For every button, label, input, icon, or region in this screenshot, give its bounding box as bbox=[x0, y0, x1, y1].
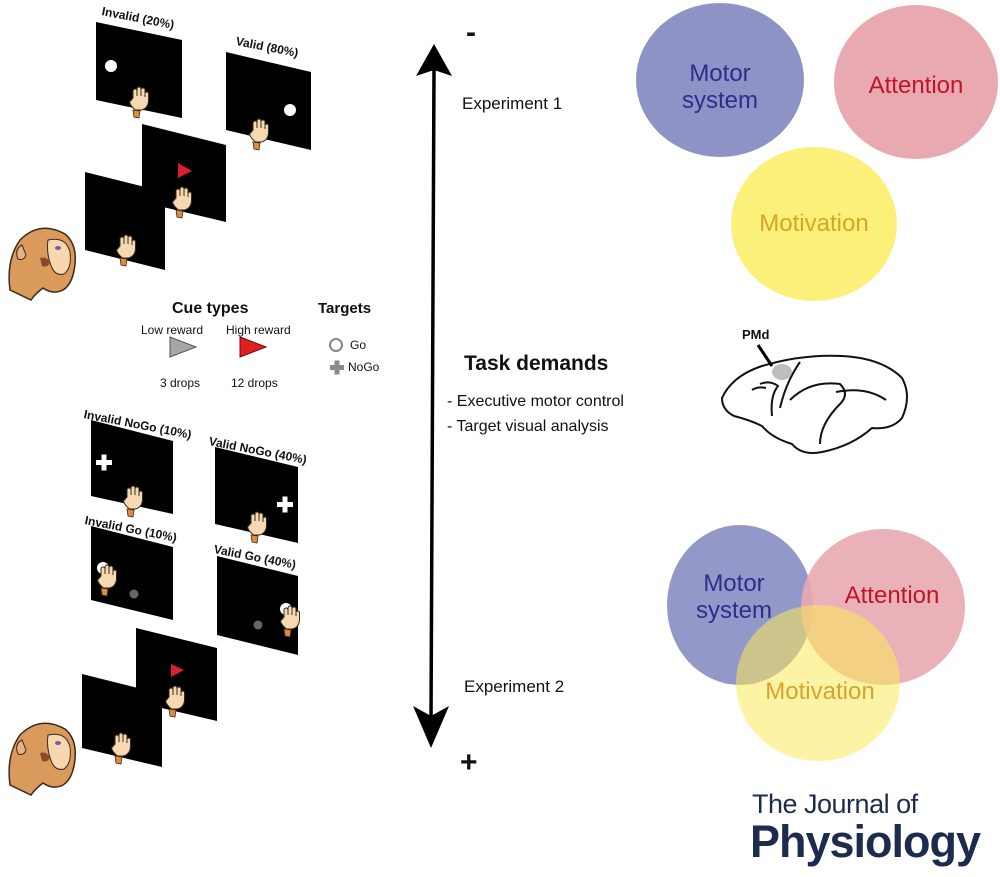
motivation-circle bbox=[736, 605, 900, 761]
pmd-region bbox=[772, 364, 792, 380]
motor-label-line1: Motor bbox=[703, 570, 765, 597]
nogo-target-legend-icon bbox=[330, 360, 344, 375]
high-reward-drops: 12 drops bbox=[231, 376, 278, 390]
screen-fixation bbox=[85, 172, 165, 270]
motor-label-line1: Motor bbox=[689, 60, 751, 87]
journal-logo-line2: Physiology bbox=[750, 816, 981, 867]
motor-system-label-2: Motor system bbox=[674, 570, 794, 624]
high-reward-cue-icon bbox=[239, 336, 268, 358]
screen-fixation-2 bbox=[82, 674, 162, 767]
attention-circle bbox=[834, 5, 998, 159]
plus-sign: + bbox=[460, 746, 478, 779]
screen-invalid-go bbox=[91, 526, 173, 620]
task-demand-axis-arrow bbox=[413, 44, 452, 748]
journal-logo-line1: The Journal of bbox=[752, 789, 918, 819]
motor-label-line2: system bbox=[681, 87, 758, 114]
arrow-up-icon bbox=[416, 44, 452, 76]
motivation-label: Motivation bbox=[759, 210, 869, 237]
go-target-legend-icon bbox=[329, 338, 343, 352]
screen-valid bbox=[226, 52, 311, 151]
minus-sign: - bbox=[466, 16, 476, 49]
nogo-target-icon bbox=[277, 496, 293, 513]
screen-invalid-nogo bbox=[91, 420, 173, 518]
screen-valid-go bbox=[217, 556, 300, 655]
brain-icon bbox=[720, 354, 908, 454]
motor-label-line2: system bbox=[695, 597, 772, 624]
screen-valid-nogo bbox=[215, 447, 298, 544]
experiment2-label: Experiment 2 bbox=[464, 677, 565, 696]
nogo-label: NoGo bbox=[348, 360, 380, 374]
go-target-icon bbox=[284, 104, 296, 116]
pmd-pointer bbox=[756, 344, 774, 367]
task-demand-item: - Target visual analysis bbox=[447, 418, 609, 435]
pmd-label: PMd bbox=[742, 327, 770, 342]
monkey-icon bbox=[8, 227, 77, 301]
experiment1-label: Experiment 1 bbox=[462, 94, 563, 113]
go-label: Go bbox=[350, 338, 367, 352]
high-reward-cue-icon bbox=[178, 163, 192, 178]
venn-experiment2 bbox=[667, 525, 965, 761]
task-demands-title: Task demands bbox=[464, 352, 609, 375]
low-reward-cue-icon bbox=[169, 336, 198, 358]
motor-system-label: Motor system bbox=[660, 60, 780, 114]
motivation-circle bbox=[731, 147, 897, 301]
monkey-icon bbox=[8, 722, 77, 796]
screen-invalid bbox=[96, 22, 182, 119]
attention-label: Attention bbox=[868, 72, 964, 99]
go-target-icon bbox=[105, 60, 117, 72]
low-reward-drops: 3 drops bbox=[160, 376, 201, 390]
targets-title: Targets bbox=[318, 300, 372, 317]
nogo-target-icon bbox=[96, 454, 112, 471]
motor-system-circle bbox=[636, 3, 804, 157]
attention-label-2: Attention bbox=[844, 582, 940, 609]
arrow-down-icon bbox=[413, 706, 449, 748]
task-demand-item: - Executive motor control bbox=[447, 393, 624, 410]
high-reward-label: High reward bbox=[226, 323, 291, 337]
cue-types-title: Cue types bbox=[172, 300, 249, 317]
venn-experiment1 bbox=[636, 3, 998, 301]
motivation-label-2: Motivation bbox=[765, 678, 875, 705]
low-reward-label: Low reward bbox=[141, 323, 204, 337]
